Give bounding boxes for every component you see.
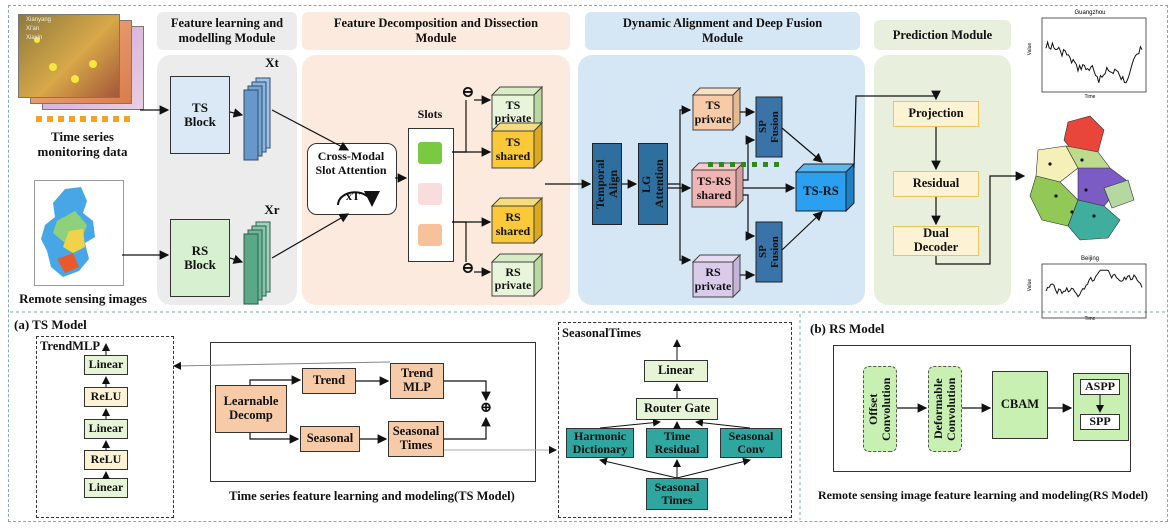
- chart-title-bottom: Beijing: [1080, 256, 1099, 262]
- projection-box: Projection: [893, 101, 979, 127]
- fusion-ts-private-label: TS private: [694, 98, 732, 126]
- trend-mlp-panel: [36, 336, 174, 518]
- rs-block: RS Block: [170, 219, 230, 297]
- trend-mlp-title: TrendMLP: [40, 339, 100, 353]
- learnable-decomp: Learnable Decomp: [215, 385, 287, 433]
- cube-fusion-ts-private: [691, 86, 742, 132]
- map-label: Xi'an: [26, 26, 40, 32]
- outer-frame: [8, 5, 1168, 522]
- st-linear: Linear: [644, 360, 708, 382]
- plus-symbol: ⊕: [479, 400, 493, 416]
- xt-label: Xt: [265, 55, 279, 70]
- rs-model-caption: Remote sensing image feature learning an…: [817, 488, 1149, 502]
- sp-fusion-bottom-label: SP Fusion: [756, 236, 781, 268]
- fusion-module-title: Dynamic Alignment and Deep Fusion Module: [585, 12, 860, 50]
- xr-feature-stack: [243, 221, 271, 305]
- ts-model-caption: Time series feature learning and modelin…: [229, 489, 515, 503]
- fusion-rs-private-label: RS private: [694, 265, 732, 293]
- trend-mlp-layer-relu: ReLU: [84, 450, 128, 470]
- rs-model-label: (b) RS Model: [810, 321, 885, 336]
- ts-model-frame: [210, 342, 536, 482]
- seasonal-times-panel: [558, 322, 792, 518]
- cube-fusion-rs-private: [691, 253, 742, 299]
- rs-shared-label: RS shared: [495, 210, 531, 238]
- ts-model-label: (a) TS Model: [14, 317, 87, 332]
- seasonal-times-box: Seasonal Times: [388, 421, 444, 457]
- harmonic-dictionary: Harmonic Dictionary: [566, 428, 634, 458]
- tsrs-label: TS-RS: [803, 183, 839, 198]
- slot-green: [418, 142, 442, 164]
- rs-private-label: RS private: [494, 264, 532, 292]
- ts-monitoring-map-stack: [18, 14, 148, 114]
- green-dotted-connectors: [708, 162, 779, 167]
- rs-input-caption: Remote sensing images: [19, 291, 147, 306]
- minus-bottom: ⊖: [461, 260, 475, 277]
- slot-pink: [418, 183, 442, 205]
- trend-box: Trend: [302, 368, 356, 394]
- cube-ts-shared: [490, 121, 544, 170]
- prediction-module-title: Prediction Module: [874, 20, 1011, 50]
- rs-image: [34, 180, 124, 286]
- aspp-box: ASPP: [1080, 379, 1120, 395]
- seasonal-panel-title: SeasonalTimes: [562, 326, 641, 340]
- trend-mlp-layer-linear: Linear: [84, 355, 128, 375]
- ts-input-caption: Time series monitoring data: [37, 129, 128, 159]
- residual-box: Residual: [893, 171, 979, 197]
- guangzhou-chart: Guangzhou Value Time: [1027, 10, 1150, 102]
- cube-rs-shared: [490, 196, 544, 245]
- xt-feature-stack: [243, 77, 271, 161]
- chart-xlabel-bottom: Time: [1084, 316, 1096, 322]
- slots-title: Slots: [417, 107, 443, 121]
- cube-fusion-tsrs-shared: [690, 161, 745, 209]
- cube-tsrs: [794, 162, 856, 213]
- cbam-box: CBAM: [992, 371, 1048, 439]
- sp-fusion-top-label: SP Fusion: [756, 111, 781, 143]
- sp-fusion-top: [755, 96, 783, 158]
- map-label: Xianyang: [26, 17, 52, 23]
- sp-fusion-bottom: [755, 221, 783, 283]
- ts-map-labels: Xianyang Xi'an Xiaxin: [26, 16, 51, 43]
- rs-model-frame: [833, 345, 1131, 472]
- chart-series-guangzhou: [1045, 40, 1143, 84]
- trend-mlp-layer-linear: Linear: [84, 419, 128, 439]
- trend-mlp-layer-relu: ReLU: [84, 387, 128, 407]
- trend-mlp-box: Trend MLP: [390, 363, 444, 399]
- ts-private-label: TS private: [494, 97, 532, 125]
- seasonal-box: Seasonal: [300, 426, 360, 452]
- slot-orange: [418, 224, 442, 246]
- dual-decoder-box: Dual Decoder: [893, 226, 979, 256]
- xr-label: Xr: [264, 202, 280, 217]
- router-gate: Router Gate: [636, 398, 718, 420]
- decomp-module-title: Feature Decomposition and Dissection Mod…: [302, 12, 570, 50]
- beijing-chart: Beijing Value Time: [1027, 256, 1150, 326]
- cross-modal-slot-attention: [307, 143, 397, 215]
- feature-module-title: Feature learning and modelling Module: [157, 12, 297, 50]
- ts-dots-row: [36, 116, 130, 122]
- minus-top: ⊖: [461, 84, 475, 101]
- seasonal-times-input: Seasonal Times: [646, 478, 708, 510]
- seasonal-conv: Seasonal Conv: [720, 428, 782, 458]
- region-map: [1029, 115, 1135, 241]
- fusion-tsrs-shared-label: TS-RS shared: [696, 174, 732, 202]
- chart-title-top: Guangzhou: [1074, 10, 1106, 16]
- ts-shared-label: TS shared: [495, 135, 531, 163]
- chart-series-beijing: [1045, 269, 1143, 298]
- cube-rs-private: [490, 252, 544, 298]
- chart-xlabel-top: Time: [1084, 94, 1096, 100]
- ts-block: TS Block: [170, 76, 230, 154]
- time-residual: Time Residual: [646, 428, 708, 458]
- map-label: Xiaxin: [26, 35, 43, 41]
- spp-box: SPP: [1080, 414, 1120, 430]
- cross-modal-label: Cross-Modal Slot Attention: [315, 149, 387, 177]
